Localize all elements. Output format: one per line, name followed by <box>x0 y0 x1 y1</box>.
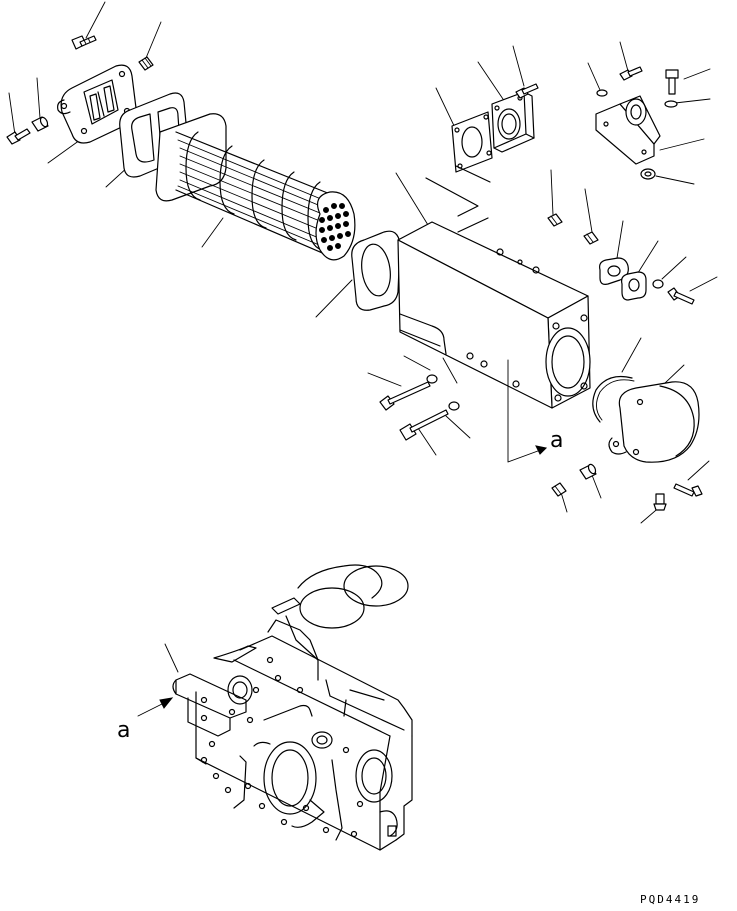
plug-upper-2 <box>583 231 599 245</box>
drain-plug <box>653 493 667 511</box>
plug-left <box>31 116 49 132</box>
bolt-bracket <box>619 66 643 81</box>
view-arrow-lower: a <box>117 697 174 743</box>
plug-top <box>138 56 154 71</box>
bracket <box>595 95 661 165</box>
engine-block <box>172 564 413 851</box>
bolt-top-left <box>71 35 97 50</box>
washer-body-2 <box>448 401 460 411</box>
long-bolt-1 <box>379 381 431 411</box>
washer-right <box>652 279 664 289</box>
plug-cover-1 <box>551 482 567 497</box>
flange-small <box>621 271 647 301</box>
washer-body-1 <box>426 374 438 384</box>
o-ring <box>592 375 635 423</box>
bolt-vertical <box>665 69 679 95</box>
plug-upper-1 <box>547 213 563 227</box>
gasket-center <box>351 230 401 311</box>
nut-bracket <box>640 168 656 180</box>
tube-bundle <box>155 113 356 261</box>
bolt-flange <box>515 83 539 99</box>
bolt-right <box>667 287 695 305</box>
view-arrow-upper: a <box>507 359 563 463</box>
washer-bracket <box>664 100 678 108</box>
cooler-case <box>397 165 591 409</box>
end-cover-right <box>608 381 700 463</box>
flat-gasket-top <box>451 111 493 173</box>
drawing-code: PQD4419 <box>640 893 700 906</box>
bolt-cover <box>673 483 703 497</box>
flange-block <box>491 91 535 153</box>
long-bolt-2 <box>399 409 449 441</box>
gasket-small <box>599 257 629 285</box>
washer-bracket-small <box>596 89 608 97</box>
bolt-left <box>6 128 31 145</box>
plug-cover-2 <box>579 463 597 480</box>
view-label-lower: a <box>117 718 130 743</box>
view-label-upper: a <box>550 428 563 453</box>
